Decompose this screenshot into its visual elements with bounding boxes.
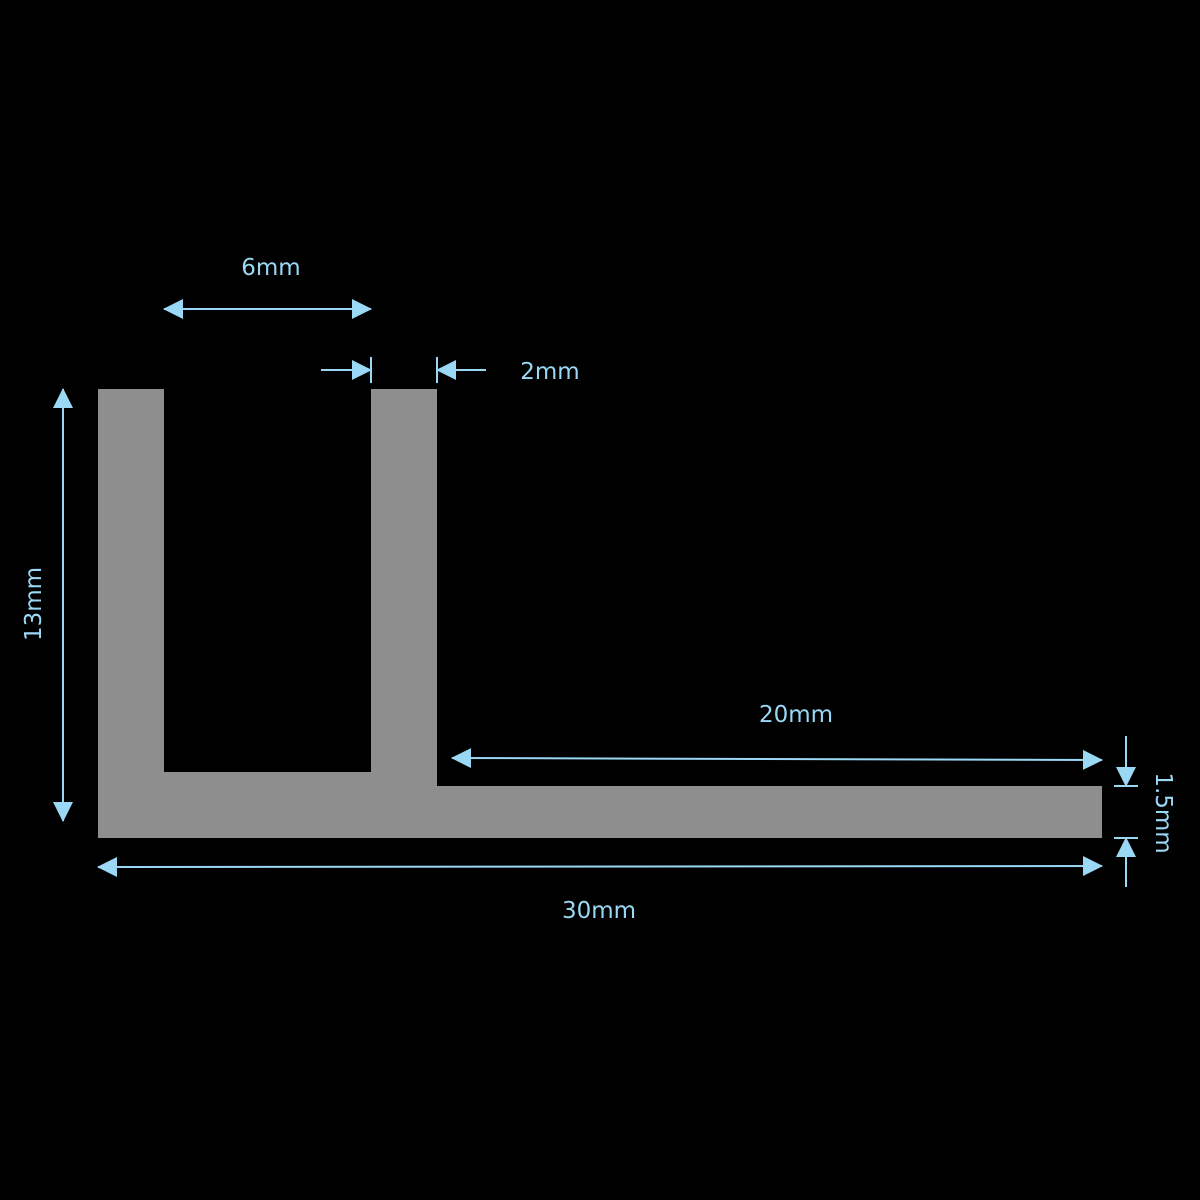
label-total-width: 30mm (562, 898, 636, 924)
label-height: 13mm (21, 567, 47, 641)
dimension-labels: 6mm 2mm 13mm 20mm 30mm 1.5mm (21, 255, 1176, 924)
label-flange-length: 20mm (759, 702, 833, 728)
dim-line-total-width (97, 856, 1103, 877)
profile-shape (98, 389, 1102, 838)
label-channel-width: 6mm (241, 255, 300, 281)
label-flange-thickness: 1.5mm (1150, 772, 1176, 853)
dim-line-flange-length (451, 748, 1103, 770)
label-wall-thickness: 2mm (520, 359, 579, 385)
dimension-lines (53, 299, 1138, 887)
